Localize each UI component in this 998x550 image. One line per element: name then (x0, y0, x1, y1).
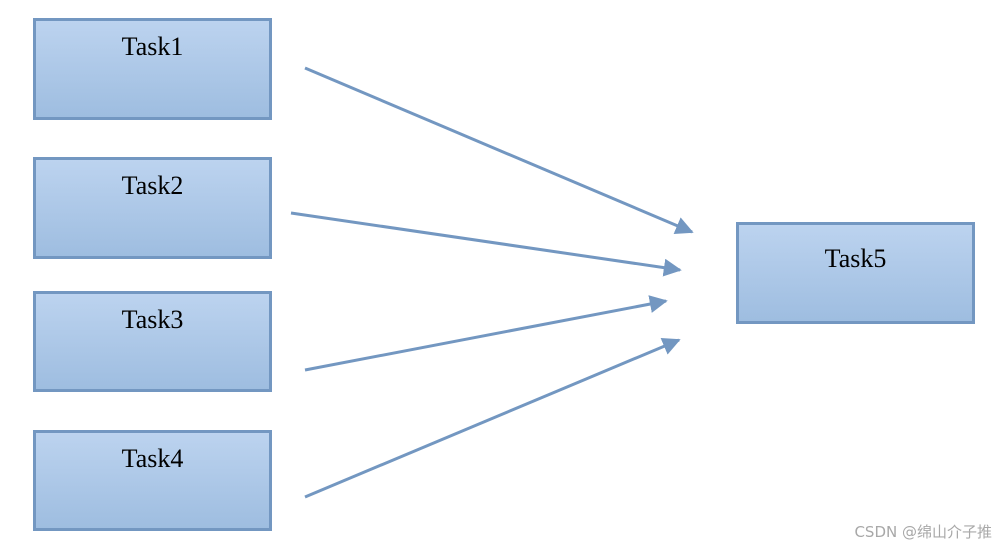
task1-node: Task1 (33, 18, 272, 120)
arrow-task3-to-task5 (304, 295, 668, 372)
csdn-watermark: CSDN @绵山介子推 (854, 523, 992, 541)
task4-node: Task4 (33, 430, 272, 531)
task1-label: Task1 (121, 32, 184, 61)
arrow-task4-to-task5 (304, 337, 681, 499)
task4-label: Task4 (121, 444, 184, 473)
arrow-task2-to-task5 (290, 211, 682, 277)
task5-label: Task5 (824, 244, 887, 273)
task2-node: Task2 (33, 157, 272, 259)
task5-node: Task5 (736, 222, 975, 324)
task3-node: Task3 (33, 291, 272, 392)
task3-label: Task3 (121, 305, 184, 334)
arrow-task1-to-task5 (304, 66, 694, 234)
task2-label: Task2 (121, 171, 184, 200)
